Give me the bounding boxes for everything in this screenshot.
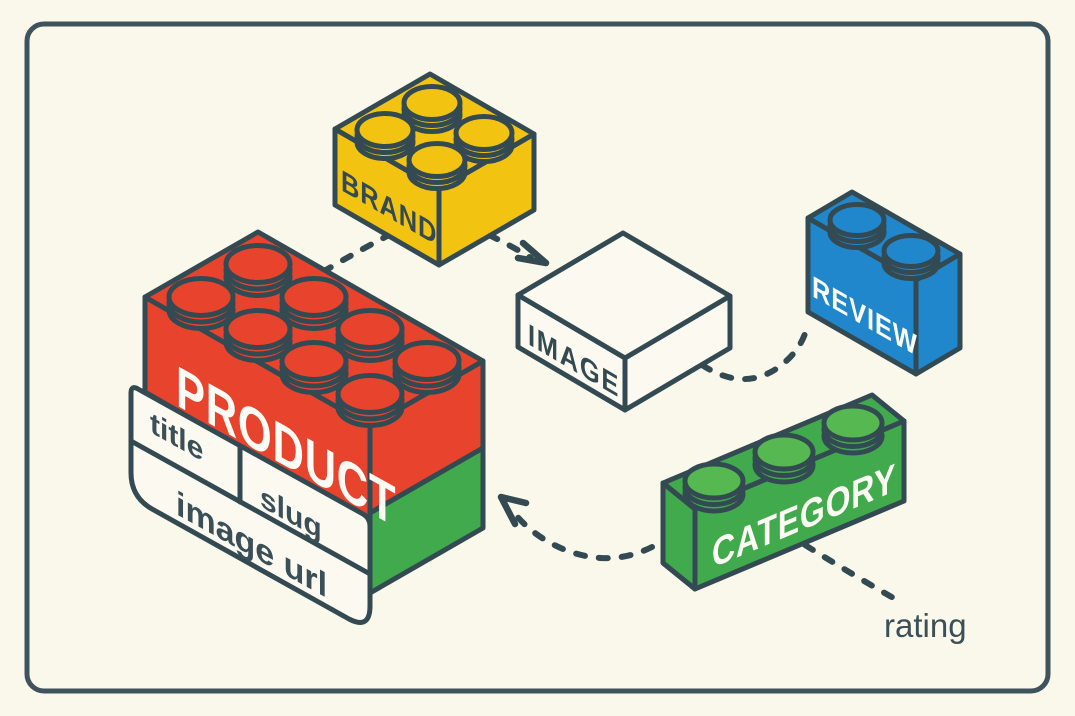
connectors bbox=[323, 231, 900, 603]
stud bbox=[395, 343, 459, 393]
stud bbox=[830, 205, 884, 248]
connector-category-rating bbox=[802, 542, 900, 603]
image-tile: IMAGE bbox=[515, 230, 733, 413]
stud bbox=[282, 343, 346, 393]
stud bbox=[226, 311, 290, 361]
stud bbox=[824, 406, 882, 453]
panel-row-divider bbox=[128, 438, 373, 577]
stud bbox=[409, 144, 465, 189]
brand-brick: BRAND bbox=[332, 71, 537, 268]
stud bbox=[685, 464, 743, 511]
image-top-face bbox=[515, 230, 733, 361]
stud bbox=[357, 114, 413, 159]
stud bbox=[226, 246, 290, 296]
connector-category-product bbox=[512, 511, 655, 562]
rating-annotation: rating bbox=[884, 607, 967, 644]
stud bbox=[169, 279, 233, 329]
category-brick: CATEGORY bbox=[660, 392, 907, 592]
stud bbox=[884, 236, 938, 279]
stud bbox=[755, 435, 813, 482]
stud bbox=[338, 376, 402, 426]
canvas-border bbox=[24, 21, 1051, 694]
connector-brand-product bbox=[323, 231, 394, 273]
stud bbox=[338, 311, 402, 361]
connector-image-review bbox=[699, 324, 810, 382]
connector-brand-image bbox=[486, 232, 534, 261]
arrowhead-to-image-icon bbox=[514, 239, 550, 267]
arrowhead-to-product-icon bbox=[497, 493, 530, 528]
stud bbox=[282, 279, 346, 329]
